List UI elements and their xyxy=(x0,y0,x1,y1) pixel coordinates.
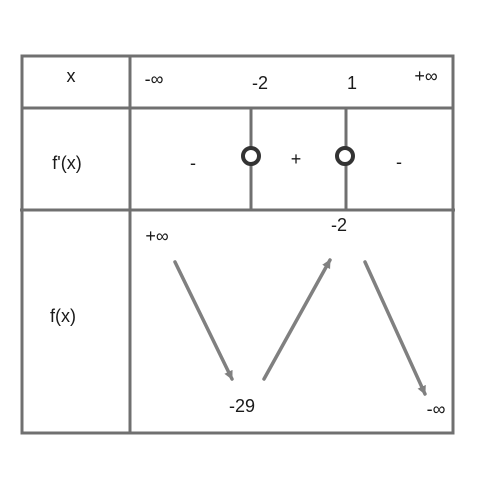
decreasing-arrow-left xyxy=(173,260,234,381)
zero-marker-left xyxy=(241,146,261,166)
zero-marker-right xyxy=(335,146,355,166)
sign-positive-middle: + xyxy=(291,149,302,169)
row-label-x: x xyxy=(67,66,76,86)
sign-negative-right: - xyxy=(396,152,402,172)
table-grid xyxy=(20,54,455,435)
fx-value-pos-infinity: +∞ xyxy=(145,226,169,246)
sign-negative-left: - xyxy=(190,153,196,173)
x-value-pos-infinity: +∞ xyxy=(414,66,438,86)
row-label-derivative: f'(x) xyxy=(52,153,81,173)
row-label-function: f(x) xyxy=(50,306,76,326)
fx-value-neg-infinity: -∞ xyxy=(427,399,446,419)
table-border xyxy=(20,54,455,435)
fx-value-minus-29: -29 xyxy=(229,396,255,416)
decreasing-arrow-right xyxy=(363,260,427,396)
increasing-arrow-middle xyxy=(262,258,332,381)
x-value-1: 1 xyxy=(347,73,357,93)
x-value-minus-2: -2 xyxy=(252,73,268,93)
fx-value-minus-2: -2 xyxy=(331,215,347,235)
x-value-neg-infinity: -∞ xyxy=(145,69,164,89)
